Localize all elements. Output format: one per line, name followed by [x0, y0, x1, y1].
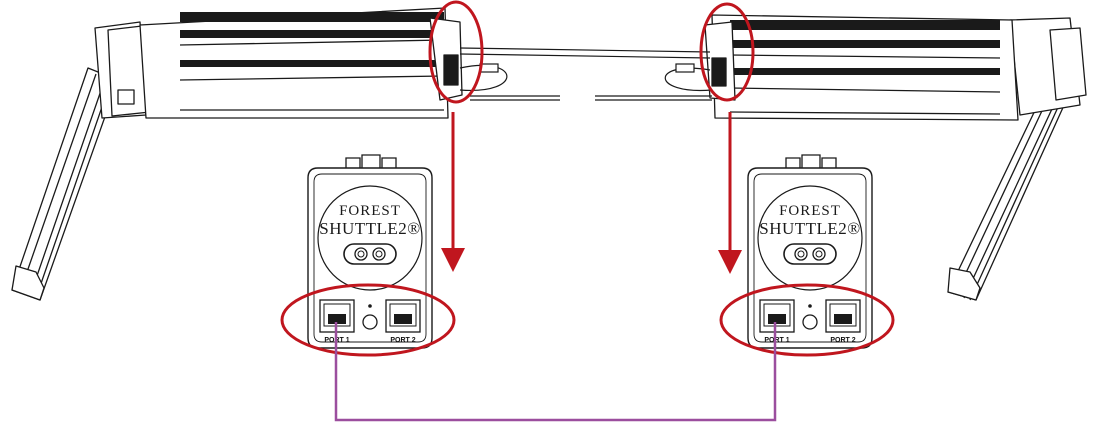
right-ports-highlight	[719, 283, 895, 357]
port-1-label: PORT 1	[764, 337, 789, 344]
right-track-assembly	[704, 14, 1087, 301]
right-motor-end-highlight	[699, 2, 755, 102]
port-2-label: PORT 2	[830, 337, 855, 344]
port-2-label: PORT 2	[390, 337, 415, 344]
motor-brand-name: FOREST	[779, 203, 841, 219]
power-socket-icon	[783, 243, 837, 265]
right-headrail	[711, 14, 1019, 121]
program-button	[362, 314, 378, 330]
left-motor-head: FOREST SHUTTLE2® PORT 1 PORT 2	[307, 154, 433, 349]
motor-brand-name: FOREST	[339, 203, 401, 219]
port-2-rj45-icon	[825, 299, 861, 333]
left-track-assembly	[11, 7, 463, 301]
right-motor-head: FOREST SHUTTLE2® PORT 1 PORT 2	[747, 154, 873, 349]
right-down-arrow	[718, 112, 742, 274]
power-socket-icon	[343, 243, 397, 265]
motor-model-name: SHUTTLE2®	[319, 219, 420, 238]
left-motor-end-highlight	[428, 0, 484, 104]
port-2-rj45-icon	[385, 299, 421, 333]
left-ports-highlight	[280, 283, 456, 357]
motor-model-name: SHUTTLE2®	[759, 219, 860, 238]
center-overlap	[459, 47, 713, 101]
left-down-arrow	[441, 112, 465, 272]
right-rail	[947, 91, 1071, 301]
program-button	[802, 314, 818, 330]
port1-connection-cable	[334, 322, 777, 422]
port-1-rj45-icon	[759, 299, 795, 333]
